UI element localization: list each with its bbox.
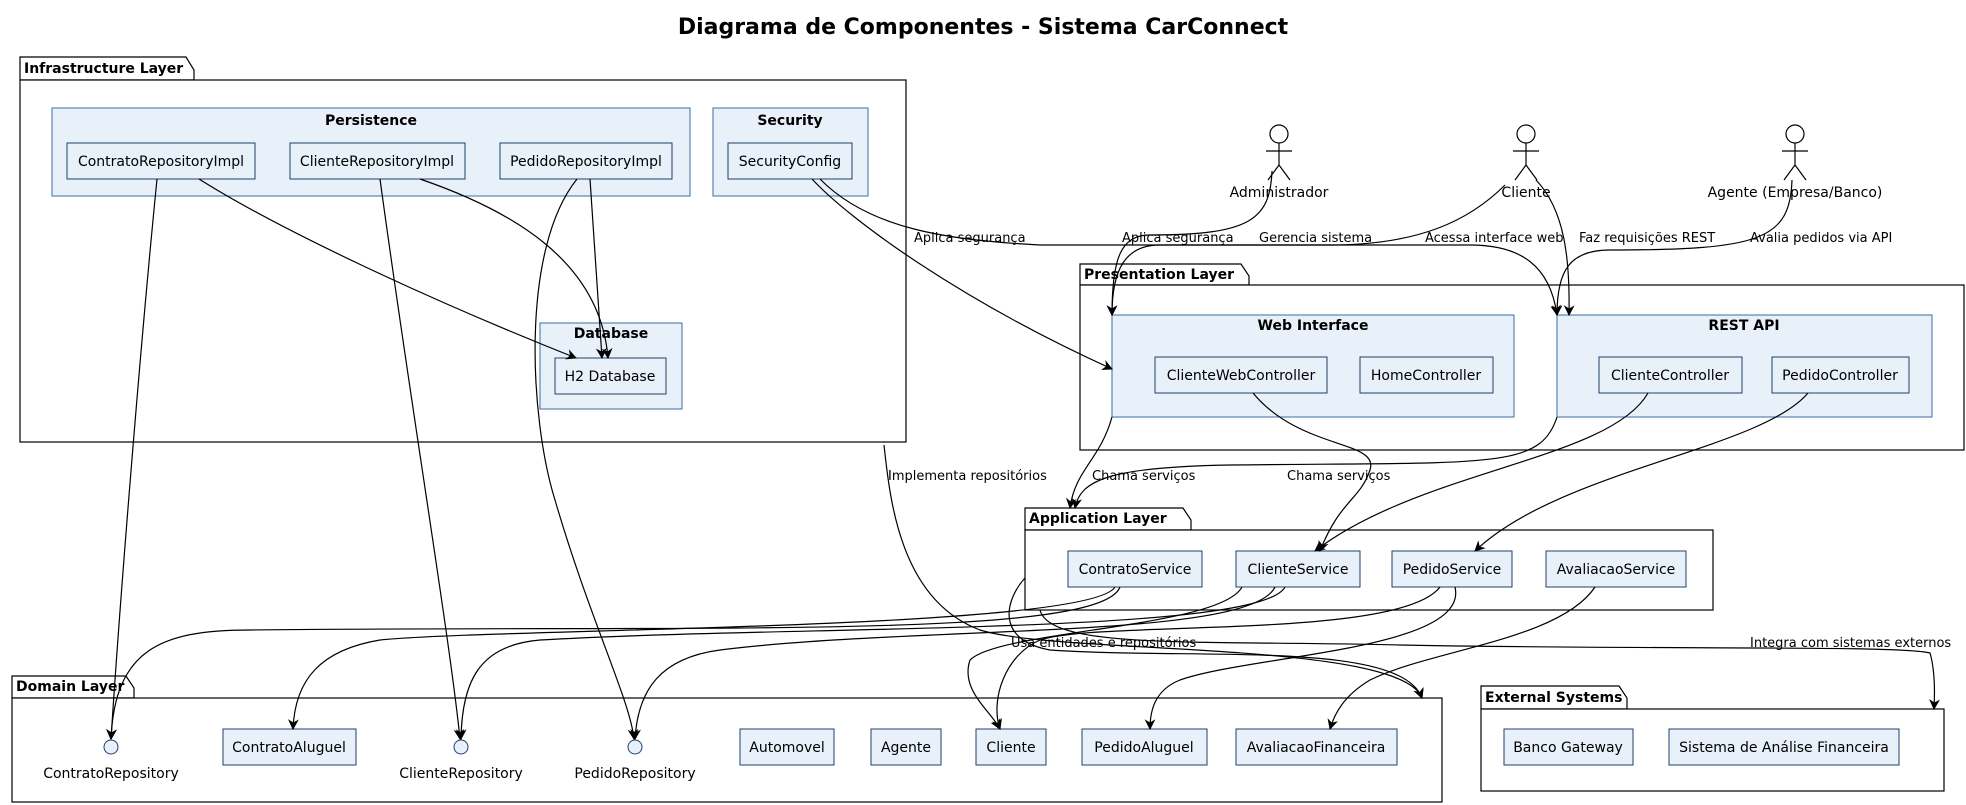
security-config[interactable]: SecurityConfig [727,142,853,180]
contrato-service[interactable]: ContratoService [1067,550,1203,588]
edges: Aplica segurança Aplica segurança Gerenc… [106,170,1951,741]
group-title-database: Database [574,326,649,342]
actor-agente[interactable]: Agente (Empresa/Banco) [1708,124,1883,201]
group-title-rest-api: REST API [1708,318,1779,334]
edge-label-faz-requisicoes-rest: Faz requisições REST [1579,231,1715,246]
edge-label-chama-servicos-1: Chama serviços [1092,469,1196,484]
edge-label-acessa-interface-web: Acessa interface web [1425,231,1563,246]
label-automovel: Automovel [749,740,825,756]
label-cliente-repository: ClienteRepository [399,766,523,782]
label-contrato-repository-impl: ContratoRepositoryImpl [78,154,244,170]
contrato-repository-impl[interactable]: ContratoRepositoryImpl [66,142,256,180]
group-title-web-interface: Web Interface [1258,318,1369,334]
package-title-infrastructure: Infrastructure Layer [24,61,183,77]
home-controller[interactable]: HomeController [1359,356,1494,394]
pedido-repository-impl[interactable]: PedidoRepositoryImpl [499,142,673,180]
label-sistema-analise-financeira: Sistema de Análise Financeira [1679,740,1889,756]
label-cliente-repository-impl: ClienteRepositoryImpl [300,154,454,170]
label-cliente-actor: Cliente [1501,185,1550,201]
edge-label-gerencia-sistema: Gerencia sistema [1259,231,1372,246]
label-contrato-repository: ContratoRepository [43,766,179,782]
label-cliente-web-controller: ClienteWebController [1167,368,1316,384]
label-cliente-entity: Cliente [986,740,1035,756]
label-pedido-controller: PedidoController [1782,368,1898,384]
avaliacao-service[interactable]: AvaliacaoService [1545,550,1687,588]
label-avaliacao-financeira: AvaliacaoFinanceira [1247,740,1386,756]
edge-label-aplica-seguranca-1: Aplica segurança [914,231,1026,246]
sistema-analise-financeira[interactable]: Sistema de Análise Financeira [1668,728,1900,766]
label-security-config: SecurityConfig [739,154,841,170]
edge-label-chama-servicos-2: Chama serviços [1287,469,1391,484]
edge-label-integra-externos: Integra com sistemas externos [1750,636,1951,651]
cliente-controller[interactable]: ClienteController [1598,356,1743,394]
label-pedido-service: PedidoService [1403,562,1502,578]
cliente-entity[interactable]: Cliente [975,728,1047,766]
cliente-web-controller[interactable]: ClienteWebController [1154,356,1328,394]
avaliacao-financeira[interactable]: AvaliacaoFinanceira [1235,728,1398,766]
label-administrador: Administrador [1230,185,1329,201]
label-banco-gateway: Banco Gateway [1513,740,1623,756]
automovel[interactable]: Automovel [739,728,835,766]
package-title-domain: Domain Layer [16,679,124,695]
label-pedido-repository-impl: PedidoRepositoryImpl [510,154,662,170]
label-contrato-aluguel: ContratoAluguel [232,740,346,756]
banco-gateway[interactable]: Banco Gateway [1503,728,1634,766]
actor-administrador[interactable]: Administrador [1230,124,1329,201]
cliente-repository-impl[interactable]: ClienteRepositoryImpl [289,142,466,180]
label-h2-database: H2 Database [565,369,656,385]
cliente-service[interactable]: ClienteService [1235,550,1361,588]
edge-label-usa-entidades: Usa entidades e repositórios [1011,636,1196,651]
diagram-title: Diagrama de Componentes - Sistema CarCon… [678,15,1289,40]
edge-label-implementa-repositorios: Implementa repositórios [888,469,1047,484]
label-contrato-service: ContratoService [1079,562,1192,578]
package-title-presentation: Presentation Layer [1084,267,1234,283]
contrato-aluguel[interactable]: ContratoAluguel [222,728,357,766]
label-agente: Agente [881,740,931,756]
actor-cliente[interactable]: Cliente [1501,124,1551,201]
agente[interactable]: Agente [870,728,942,766]
package-title-application: Application Layer [1029,511,1167,527]
label-agente-actor: Agente (Empresa/Banco) [1708,185,1883,201]
label-cliente-service: ClienteService [1248,562,1349,578]
group-title-persistence: Persistence [325,113,417,129]
label-pedido-repository: PedidoRepository [574,766,695,782]
pedido-aluguel[interactable]: PedidoAluguel [1081,728,1208,766]
label-home-controller: HomeController [1371,368,1481,384]
pedido-service[interactable]: PedidoService [1391,550,1513,588]
pedido-repository-interface[interactable]: PedidoRepository [574,739,696,782]
h2-database[interactable]: H2 Database [554,357,667,395]
label-cliente-controller: ClienteController [1611,368,1729,384]
edge-label-avalia-pedidos-api: Avalia pedidos via API [1750,231,1892,246]
package-title-external: External Systems [1485,690,1622,706]
edge-label-aplica-seguranca-2: Aplica segurança [1122,231,1234,246]
label-pedido-aluguel: PedidoAluguel [1094,740,1193,756]
pedido-controller[interactable]: PedidoController [1771,356,1910,394]
label-avaliacao-service: AvaliacaoService [1557,562,1676,578]
group-title-security: Security [757,113,822,129]
